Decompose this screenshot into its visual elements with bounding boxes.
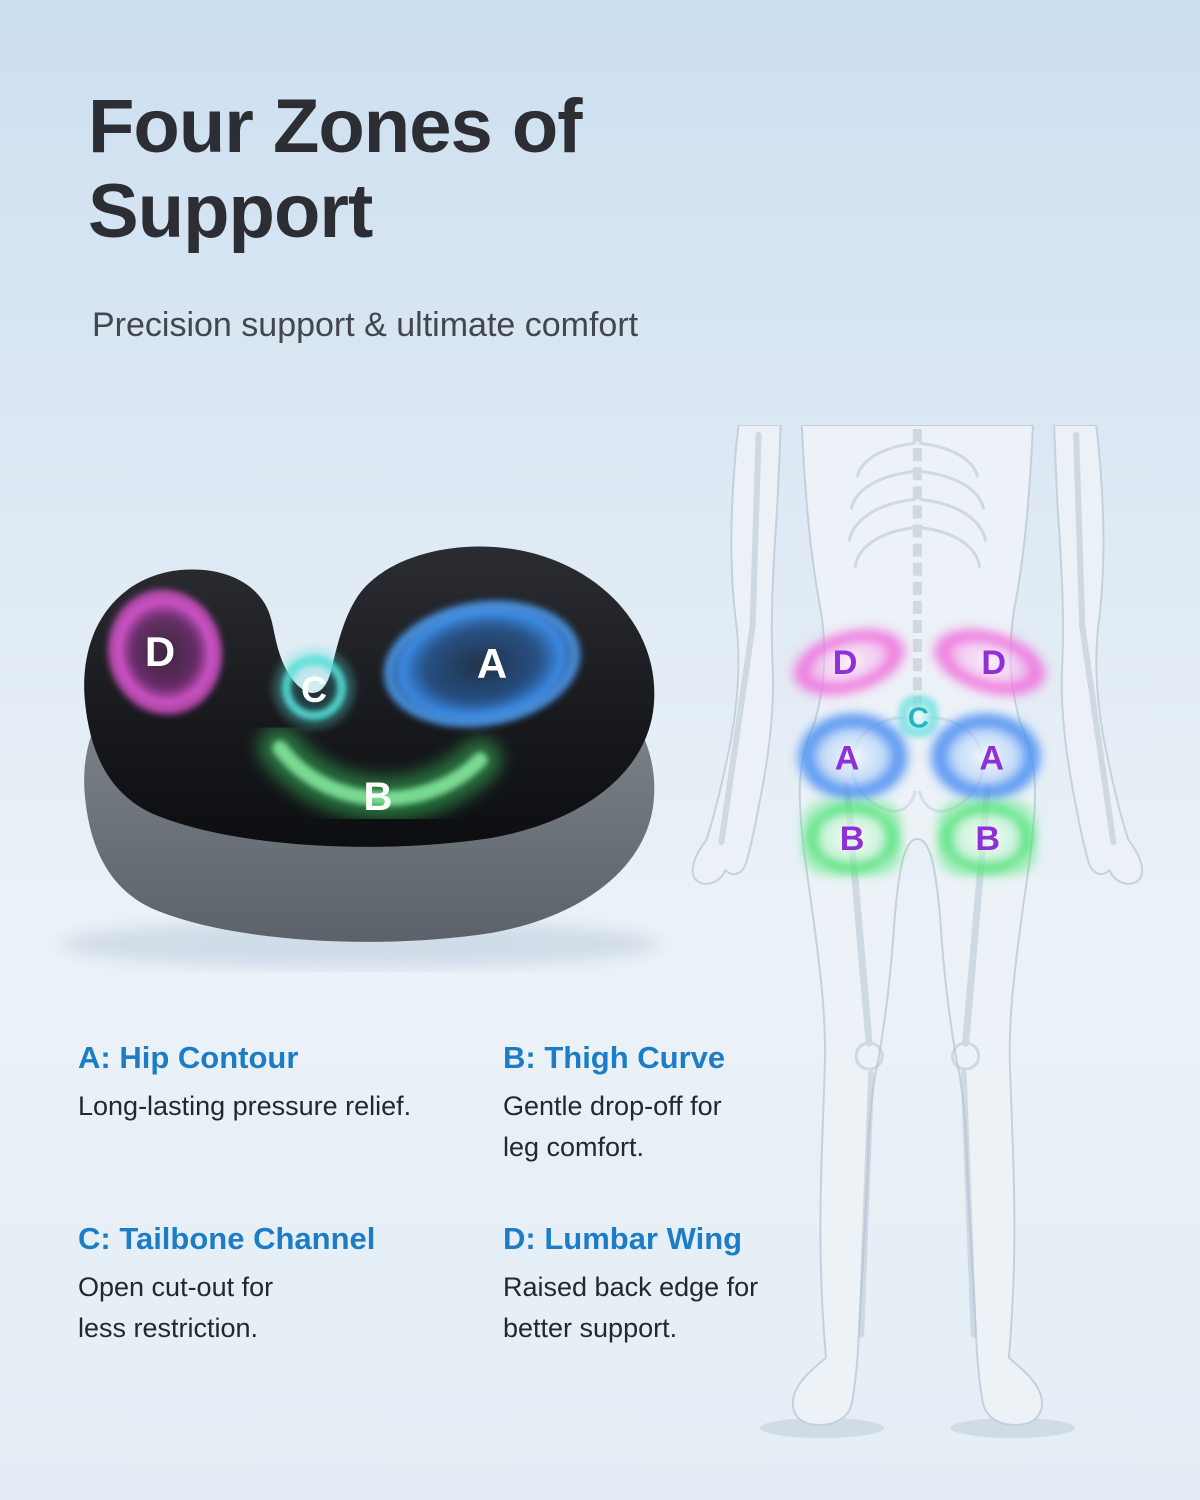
cushion-zone-b-label: B [364,775,393,819]
feature-c-heading: C: Tailbone Channel [78,1221,376,1256]
body-zone-a-right-highlight [929,712,1043,801]
body-zone-b-right-label: B [975,820,1000,858]
page-title: Four Zones of Support [88,84,583,255]
cushion-zone-d-highlight [106,588,224,716]
body-pressure-map: D D C A A B B [675,425,1200,1440]
feature-d: D: Lumbar Wing Raised back edge for bett… [503,1221,788,1348]
feature-d-description: Raised back edge for better support. [503,1272,759,1343]
body-zone-b-left-highlight [802,800,902,876]
skeleton-lines [718,429,1117,1338]
cushion-zone-b-highlight [258,726,502,821]
body-zone-b-left-label: B [840,820,865,858]
title-line-2: Support [88,169,373,255]
cushion-zone-a-label: A [477,640,507,687]
body-svg: D D C A A B B [691,425,1144,1438]
feature-a: A: Hip Contour Long-lasting pressure rel… [78,1040,503,1167]
title-line-1: Four Zones of [88,84,583,169]
body-zone-a-left-highlight [796,712,910,801]
body-zone-d-right-highlight [933,629,1047,696]
foot-shadow-left [759,1417,885,1438]
feature-a-description: Long-lasting pressure relief. [78,1091,412,1121]
feature-legend: A: Hip Contour Long-lasting pressure rel… [78,1040,788,1348]
cushion-ground-shadow [60,920,660,968]
feature-b-description: Gentle drop-off for leg comfort. [503,1091,722,1162]
feature-d-heading: D: Lumbar Wing [503,1221,743,1256]
feature-a-heading: A: Hip Contour [78,1040,299,1075]
body-zone-a-left-label: A [835,740,860,778]
body-zone-b-right-highlight [937,800,1036,876]
feature-b: B: Thigh Curve Gentle drop-off for leg c… [503,1040,788,1167]
cushion-zone-c-highlight [273,647,355,729]
body-zone-a-right-label: A [979,740,1004,778]
page-subtitle: Precision support & ultimate comfort [92,306,639,344]
body-zone-d-left-highlight [792,629,906,696]
body-arm-left [691,425,782,885]
body-zone-c-highlight [899,696,938,737]
cushion-zone-d-label: D [145,628,175,675]
feature-c-description: Open cut-out for less restriction. [78,1272,274,1343]
feature-c: C: Tailbone Channel Open cut-out for les… [78,1221,503,1348]
body-zone-d-left-label: D [833,644,858,682]
body-arm-right [1053,425,1144,885]
cushion-zone-c-label: C [301,669,327,710]
feature-b-heading: B: Thigh Curve [503,1040,726,1075]
cushion-svg: D C A B [60,546,660,968]
foot-shadow-right [950,1417,1076,1438]
body-zone-d-right-label: D [981,644,1006,682]
cushion-illustration: D C A B [25,492,675,972]
body-zone-c-label: C [908,702,929,734]
cushion-zone-a-highlight [380,598,584,730]
